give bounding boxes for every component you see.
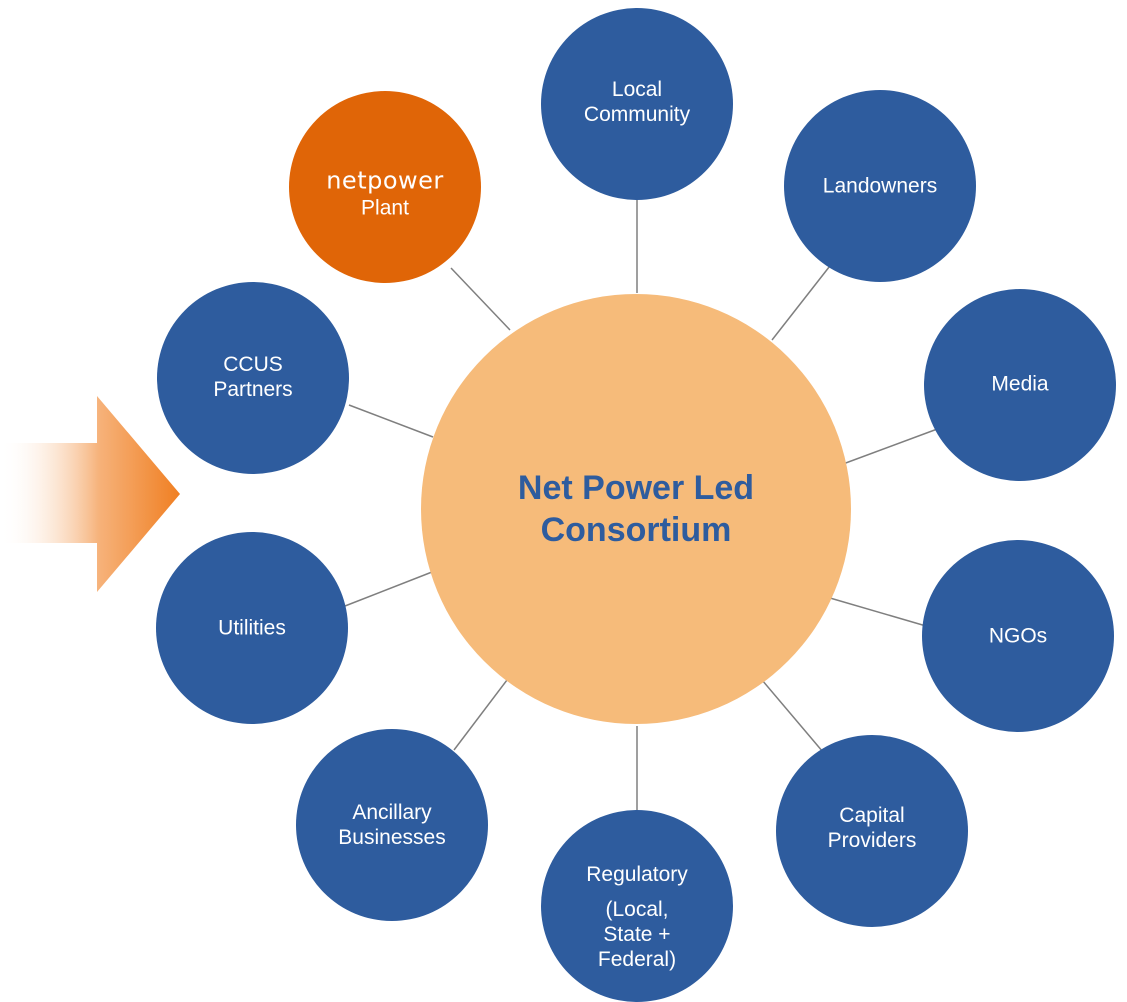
plant-label: Plant (361, 196, 409, 220)
arrow-icon (0, 396, 180, 592)
regulatory-line3: State + (603, 923, 671, 946)
netpower-logo: netpower (326, 166, 444, 195)
node-plant (289, 91, 481, 283)
label-plant: netpower Plant (326, 166, 444, 221)
center-title-line2: Consortium (540, 511, 732, 549)
node-regulatory (541, 810, 733, 1002)
connector-ccus-partners (348, 404, 434, 438)
label-ccus-partners: CCUS Partners (213, 352, 292, 402)
label-ancillary-businesses: Ancillary Businesses (338, 800, 445, 850)
regulatory-line1: Regulatory (586, 863, 688, 886)
node-utilities (156, 532, 348, 724)
connector-media (842, 427, 941, 465)
regulatory-line4: Federal) (597, 948, 677, 971)
label-media: Media (991, 372, 1049, 396)
ancillary-businesses-line2: Businesses (338, 826, 446, 849)
connector-lines (344, 198, 941, 820)
label-landowners: Landowners (822, 174, 938, 198)
capital-providers-line2: Providers (827, 829, 917, 852)
node-landowners (784, 90, 976, 282)
label-ngos: NGOs (988, 624, 1048, 648)
label-regulatory: Regulatory (Local, State + Federal) (586, 862, 688, 972)
ccus-partners-line1: CCUS (223, 353, 283, 376)
connector-utilities (344, 571, 433, 607)
node-ancillary-businesses (296, 729, 488, 921)
center-circle (421, 294, 851, 724)
regulatory-line2: (Local, (605, 898, 669, 921)
connector-capital-providers (761, 679, 824, 753)
ccus-partners-line2: Partners (213, 378, 293, 401)
local-community-line1: Local (611, 78, 663, 101)
center-title-line1: Net Power Led (517, 469, 755, 507)
connector-ngos (829, 597, 927, 627)
connector-plant (450, 267, 511, 331)
node-ngos (922, 540, 1114, 732)
label-capital-providers: Capital Providers (828, 803, 917, 853)
capital-providers-line1: Capital (839, 804, 905, 827)
label-utilities: Utilities (218, 616, 286, 640)
center-title: Net Power Led Consortium (518, 467, 754, 551)
label-local-community: Local Community (584, 77, 690, 127)
node-local-community (541, 8, 733, 200)
connector-landowners (771, 261, 834, 341)
ancillary-businesses-line1: Ancillary (352, 801, 432, 824)
node-media (924, 289, 1116, 481)
node-capital-providers (776, 735, 968, 927)
local-community-line2: Community (583, 103, 691, 126)
node-ccus-partners (157, 282, 349, 474)
connector-ancillary-businesses (453, 675, 511, 751)
